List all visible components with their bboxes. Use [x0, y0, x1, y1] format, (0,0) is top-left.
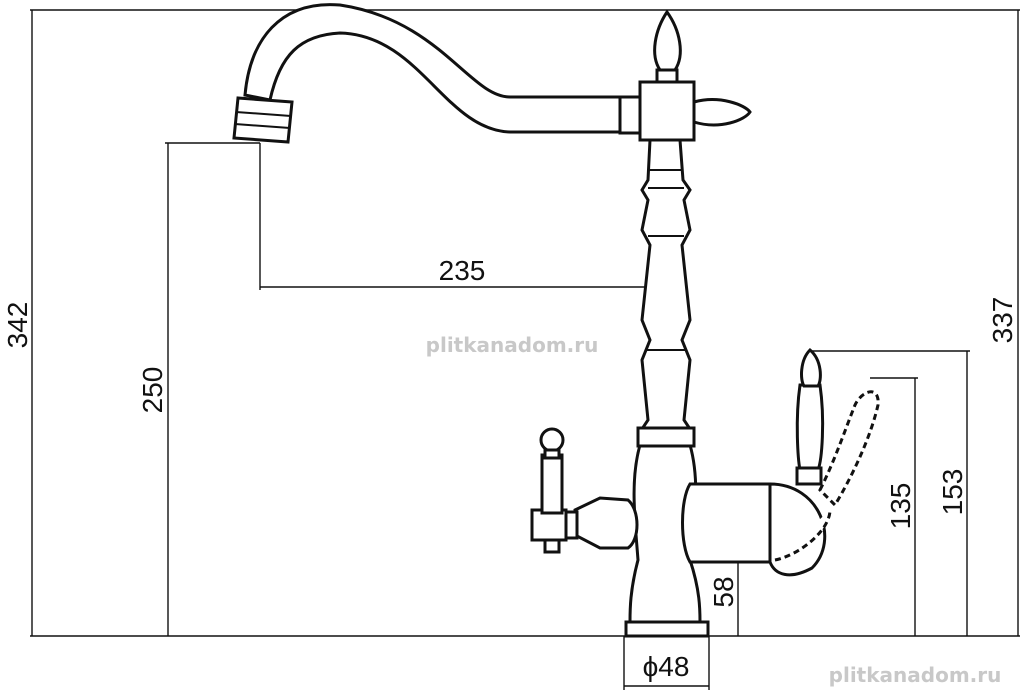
right-lever [795, 383, 825, 472]
faucet-base [624, 620, 710, 638]
dim-reach: 235 [439, 255, 486, 286]
left-handle-lever [540, 453, 564, 515]
dim-handle-height-a: 153 [937, 469, 968, 516]
faucet-outline [232, 3, 880, 638]
top-hub [638, 80, 696, 142]
faucet-column [637, 138, 695, 434]
left-handle-ball [539, 427, 565, 453]
right-handle-dome [768, 482, 827, 577]
right-lever-dashed [818, 390, 880, 508]
aerator [232, 96, 294, 144]
dim-total-height: 342 [2, 302, 33, 349]
column-collar [636, 426, 696, 448]
dim-right-height: 337 [987, 297, 1018, 344]
watermark-bottom-right: plitkanadom.ru [829, 663, 1002, 687]
right-outlet [681, 482, 779, 564]
left-handle-knob [573, 496, 639, 550]
spout [243, 3, 622, 134]
dim-outlet-height: 58 [708, 576, 739, 607]
top-finial [653, 9, 682, 72]
dim-spout-height: 250 [137, 367, 168, 414]
watermark-center: plitkanadom.ru [426, 333, 599, 357]
dim-handle-height-b: 135 [885, 483, 916, 530]
spout-joint [618, 95, 642, 135]
side-finial [692, 98, 752, 127]
dim-base-diameter: ϕ48 [643, 651, 690, 682]
